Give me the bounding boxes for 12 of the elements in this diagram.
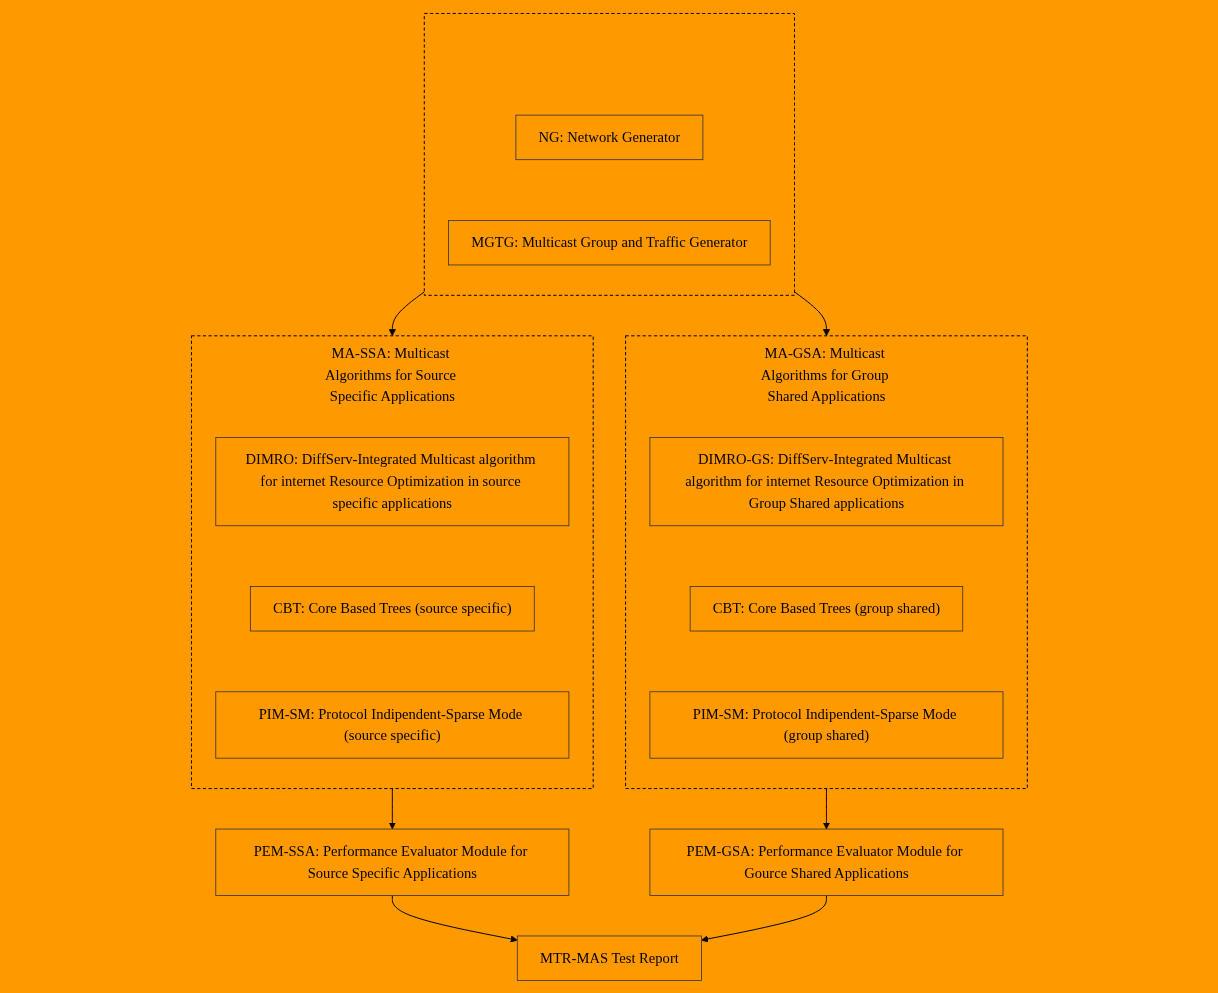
node-box: PIM-SM: Protocol Indipendent-Sparse Mode (group shared) [649,690,1003,759]
node-box: PEM-GSA: Performance Evaluator Module for Gource Shared Applications [649,828,1003,896]
node-box: CBT: Core Based Trees (source specific) [249,585,535,631]
node-box: PEM-SSA: Performance Evaluator Module for Source Specific Applications [215,828,569,896]
node-box: PIM-SM: Protocol Indipendent-Sparse Mode (source specific) [215,690,569,759]
node-box: MGTG: Multicast Group and Traffic Generator [447,219,771,265]
cluster [423,12,795,296]
node-box: CBT: Core Based Trees (group shared) [689,585,963,631]
node-box: DIMRO: DiffServ-Integrated Multicast algorithm for internet Resource Optimization in source specific applications [215,436,569,526]
node-box: MTR-MAS Test Report [516,935,702,981]
node-box: DIMRO-GS: DiffServ-Integrated Multicast algorithm for internet Resource Optimization in Group Shared applications [649,436,1003,526]
node-box: NG: Network Generator [515,114,703,160]
